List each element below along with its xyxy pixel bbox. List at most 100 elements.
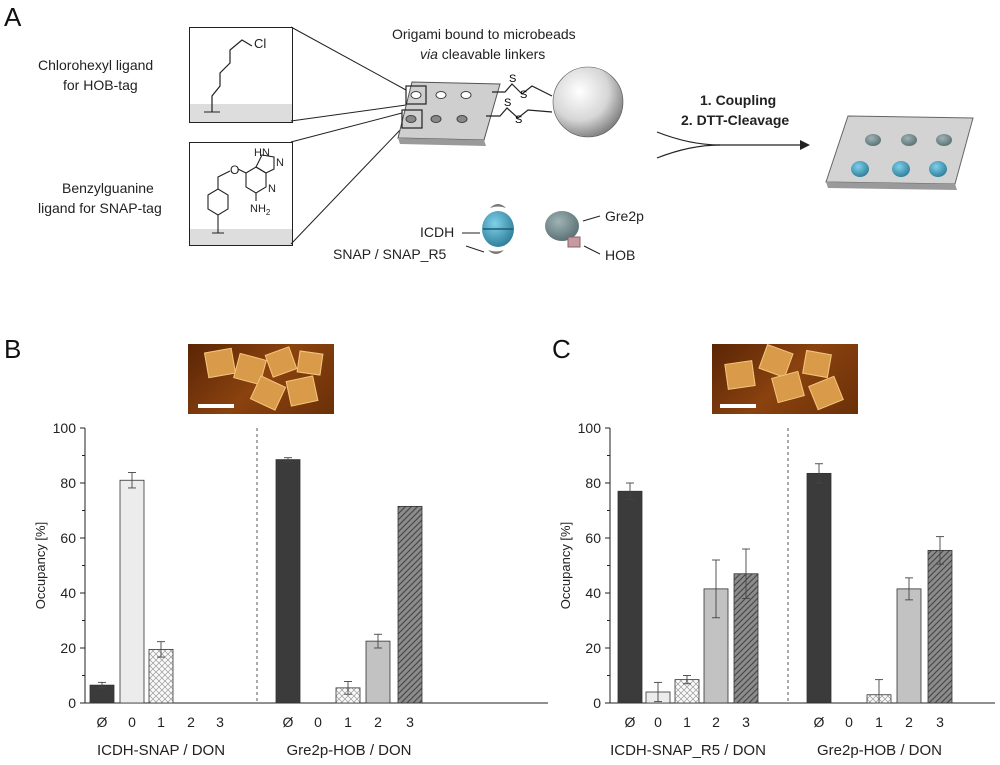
n-atom-right: N <box>268 183 276 195</box>
benzyl-label-line1: Benzylguanine <box>62 180 154 196</box>
benzylguanine-structure-box: O N N HN NH2 <box>189 142 293 246</box>
gre2p-bound <box>901 134 917 146</box>
bar <box>119 479 145 704</box>
microbead <box>552 66 624 138</box>
nh2-text: NH <box>250 203 266 215</box>
nh2-subscript: 2 <box>265 208 271 218</box>
gre2p-label: Gre2p <box>605 208 644 224</box>
step-dtt-cleavage: 2. DTT-Cleavage <box>681 112 790 128</box>
bar <box>365 640 391 704</box>
gre2p-bound <box>936 134 952 146</box>
bar <box>896 588 922 704</box>
y-tick-label: 20 <box>60 640 76 656</box>
y-tick-label: 40 <box>585 585 601 601</box>
x-tick-label: Ø <box>814 714 825 730</box>
ligand-spot <box>410 91 422 99</box>
y-axis-label: Occupancy [%] <box>558 522 573 609</box>
product-origami-edge <box>826 182 957 190</box>
connector-line <box>290 112 403 143</box>
ligand-spot <box>405 115 417 123</box>
nh2-group: NH2 <box>250 203 270 217</box>
x-tick-label: 1 <box>683 714 691 730</box>
ligand-spot <box>460 91 472 99</box>
y-tick-label: 60 <box>60 530 76 546</box>
sulfur-atom: S <box>504 97 511 109</box>
x-tick-label: 2 <box>905 714 913 730</box>
reaction-arrow-tail <box>656 131 721 146</box>
y-axis-label: Occupancy [%] <box>33 522 48 609</box>
origami-caption-via: via <box>420 46 438 62</box>
chloro-label-line1: Chlorohexyl ligand <box>38 57 154 73</box>
icdh-bound <box>929 161 947 177</box>
x-tick-label: 0 <box>128 714 136 730</box>
x-tick-label: Ø <box>97 714 108 730</box>
afm-image-b <box>188 344 334 414</box>
afm-scale-bar <box>720 404 756 408</box>
y-tick-label: 20 <box>585 640 601 656</box>
panel-a-label: A <box>4 2 22 32</box>
sulfur-atom: S <box>509 73 516 85</box>
chlorohexyl-structure <box>204 39 253 113</box>
icdh-label: ICDH <box>420 224 455 240</box>
afm-scale-bar <box>198 404 234 408</box>
x-tick-label: Ø <box>283 714 294 730</box>
origami-caption-line1: Origami bound to microbeads <box>392 26 576 42</box>
x-tick-label: 3 <box>216 714 224 730</box>
ligand-spot <box>435 91 447 99</box>
gre2p-bound <box>865 134 881 146</box>
group-label: Gre2p-HOB / DON <box>817 742 942 759</box>
y-tick-label: 80 <box>60 475 76 491</box>
afm-image-c <box>712 343 858 414</box>
benzylguanine-structure <box>207 154 275 234</box>
bar <box>397 505 423 704</box>
gre2p-leader-line <box>582 215 601 222</box>
x-tick-label: Ø <box>625 714 636 730</box>
icdh-bound <box>851 161 869 177</box>
origami-caption-line2: via cleavable linkers <box>420 46 545 62</box>
origami-sheet-edge <box>398 138 486 146</box>
bar <box>617 490 643 704</box>
disulfide-linker <box>492 83 553 97</box>
y-tick-label: 0 <box>593 695 601 711</box>
nh-h: H <box>254 147 262 159</box>
x-tick-label: 2 <box>187 714 195 730</box>
x-tick-label: 1 <box>344 714 352 730</box>
step-coupling: 1. Coupling <box>700 92 777 108</box>
panel-b-label: B <box>4 334 22 364</box>
disulfide-linker <box>486 107 553 119</box>
ligand-spot <box>430 115 442 123</box>
nh-atom: HN <box>254 147 270 159</box>
x-tick-label: 1 <box>157 714 165 730</box>
x-tick-label: 2 <box>712 714 720 730</box>
bar <box>275 459 301 704</box>
y-tick-label: 0 <box>68 695 76 711</box>
connector-line <box>290 127 403 245</box>
x-tick-label: 0 <box>845 714 853 730</box>
x-tick-label: 0 <box>654 714 662 730</box>
hob-label: HOB <box>605 247 636 263</box>
nh-n: N <box>261 147 270 159</box>
group-label: Gre2p-HOB / DON <box>286 742 411 759</box>
x-tick-label: 3 <box>936 714 944 730</box>
panel-c-label: C <box>552 334 571 364</box>
x-tick-label: 3 <box>406 714 414 730</box>
group-label: ICDH-SNAP_R5 / DON <box>610 742 766 759</box>
snap-label: SNAP / SNAP_R5 <box>333 246 447 262</box>
x-tick-label: 0 <box>314 714 322 730</box>
y-tick-label: 80 <box>585 475 601 491</box>
y-tick-label: 40 <box>60 585 76 601</box>
sulfur-atom: S <box>520 89 527 101</box>
chloro-label-line2: for HOB-tag <box>63 77 138 93</box>
snap-leader-line <box>465 245 485 253</box>
y-tick-label: 100 <box>578 420 602 436</box>
x-tick-label: 3 <box>742 714 750 730</box>
sulfur-atom: S <box>515 114 522 126</box>
benzyl-label-line2: ligand for SNAP-tag <box>38 200 162 216</box>
connector-line <box>290 104 407 122</box>
n-atom-top: N <box>276 157 284 169</box>
reaction-arrowhead <box>800 140 810 150</box>
y-tick-label: 100 <box>53 420 77 436</box>
connector-line <box>290 26 407 91</box>
snap-tag-icon <box>488 250 504 254</box>
